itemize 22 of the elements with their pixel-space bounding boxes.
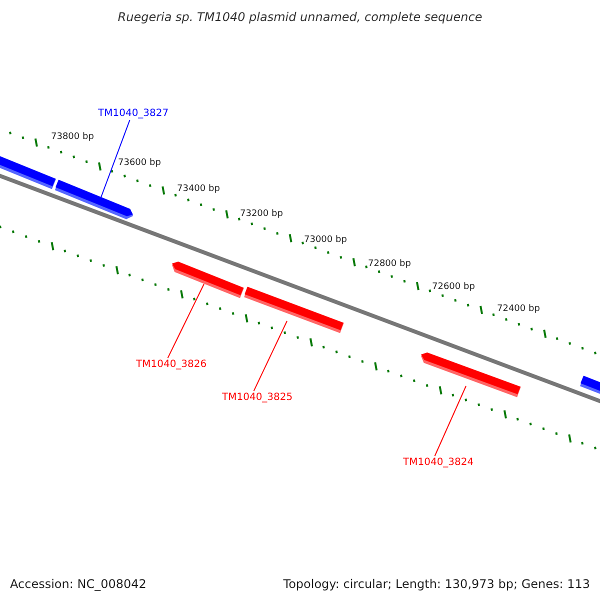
gene-label: TM1040_3827 bbox=[98, 108, 169, 119]
position-label: 73000 bp bbox=[304, 235, 347, 245]
footer-text: Topology: circular; Length: 130,973 bp; Genes: 113 bbox=[283, 577, 590, 591]
footer-text: Accession: NC_008042 bbox=[10, 577, 146, 591]
position-label: 73400 bp bbox=[177, 184, 220, 194]
diagram-title: Ruegeria sp. TM1040 plasmid unnamed, complete sequence bbox=[116, 10, 484, 24]
gene-arrow bbox=[244, 286, 344, 334]
leader-line bbox=[253, 320, 288, 392]
gene-arrow bbox=[0, 154, 56, 190]
gene-arrow bbox=[421, 352, 521, 398]
leader-line bbox=[167, 284, 204, 358]
gene-arrow bbox=[580, 376, 600, 396]
gene-label: TM1040_3824 bbox=[403, 457, 474, 468]
position-label: 72600 bp bbox=[432, 282, 475, 292]
leader-line bbox=[100, 120, 130, 200]
leader-line bbox=[434, 386, 466, 456]
gene-arrow bbox=[172, 262, 244, 298]
position-label: 73200 bp bbox=[240, 209, 283, 219]
position-label: 72400 bp bbox=[497, 304, 540, 314]
gene-arrow bbox=[54, 180, 133, 220]
gene-label: TM1040_3825 bbox=[222, 392, 293, 403]
gene-label: TM1040_3826 bbox=[136, 359, 207, 370]
